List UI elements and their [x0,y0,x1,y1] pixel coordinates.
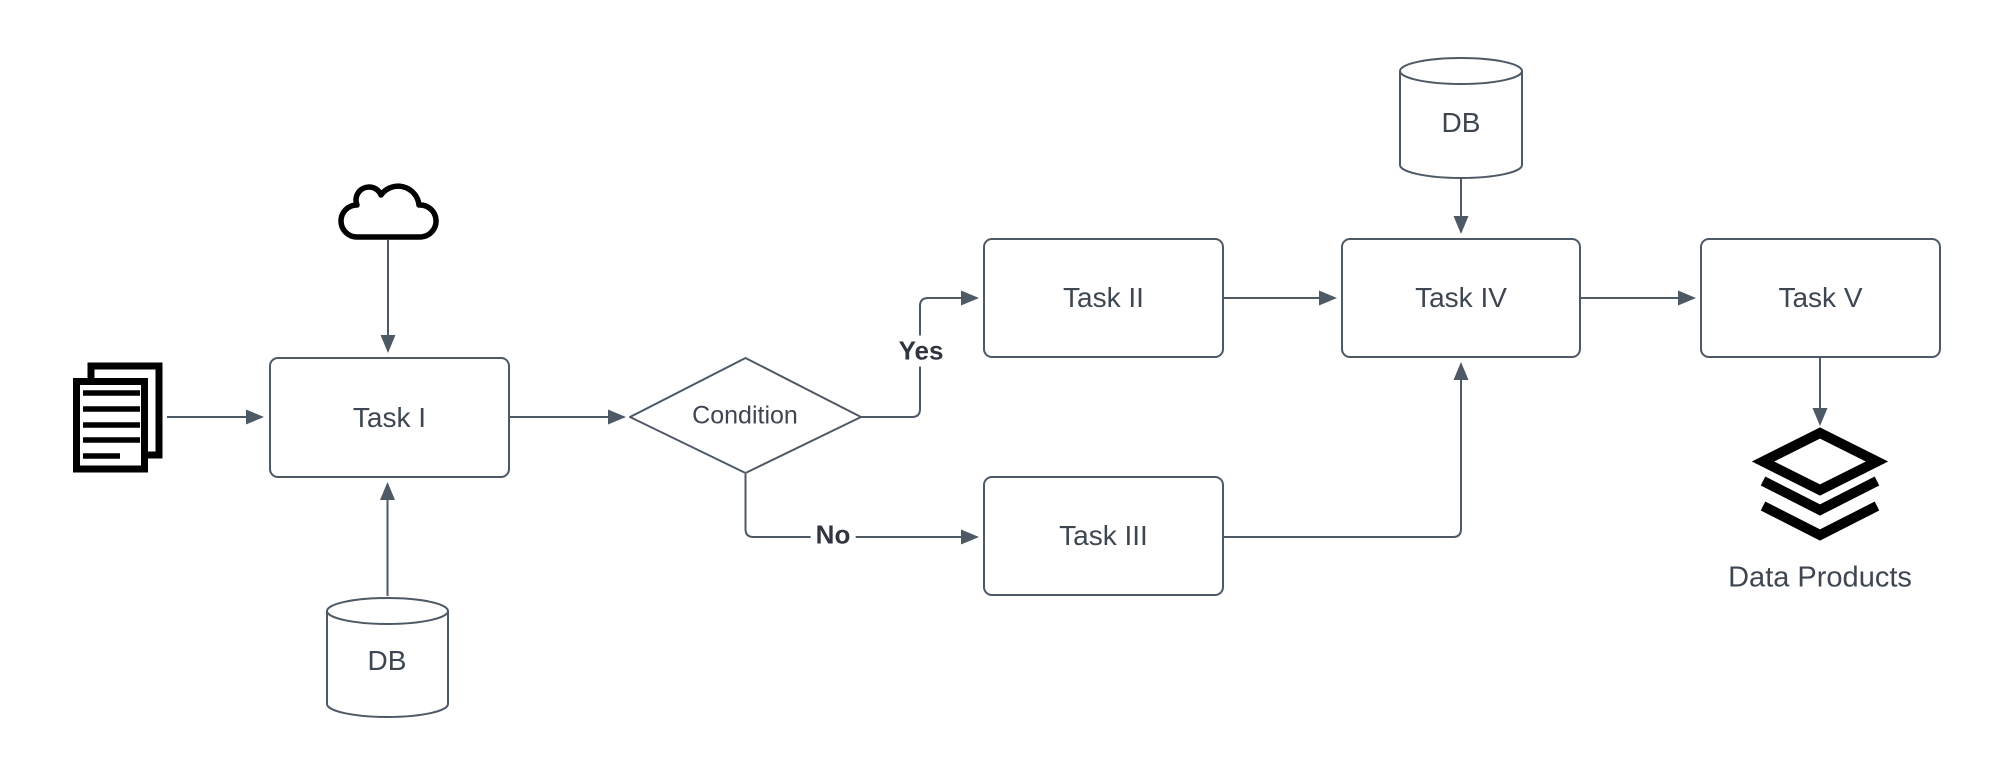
condition-diamond [629,357,862,474]
condition-label: Condition [692,401,798,430]
db-top-label: DB [1441,107,1481,138]
edge-label-no: No [810,519,856,551]
edge-label-yes: Yes [893,335,949,367]
node-task5: Task V [1700,238,1941,358]
db-left-label: DB [367,645,407,676]
node-task4-label: Task IV [1415,282,1507,313]
documents-icon [73,362,163,473]
node-task3: Task III [983,476,1224,596]
node-task4: Task IV [1341,238,1581,358]
node-task1: Task I [269,357,510,478]
node-task2-label: Task II [1063,282,1144,313]
edge-condition-no-to-task3 [744,474,979,545]
node-task3-label: Task III [1059,520,1148,551]
node-task5-label: Task V [1778,282,1863,313]
node-task2: Task II [983,238,1224,358]
database-cylinder-icon-left [326,597,449,718]
data-products-label: Data Products [1728,561,1912,594]
database-cylinder-icon-top [1399,57,1523,179]
edge-task3-to-task4 [1224,362,1469,538]
layers-icon [1751,427,1889,541]
cloud-icon [338,183,439,240]
node-task1-label: Task I [352,401,427,433]
